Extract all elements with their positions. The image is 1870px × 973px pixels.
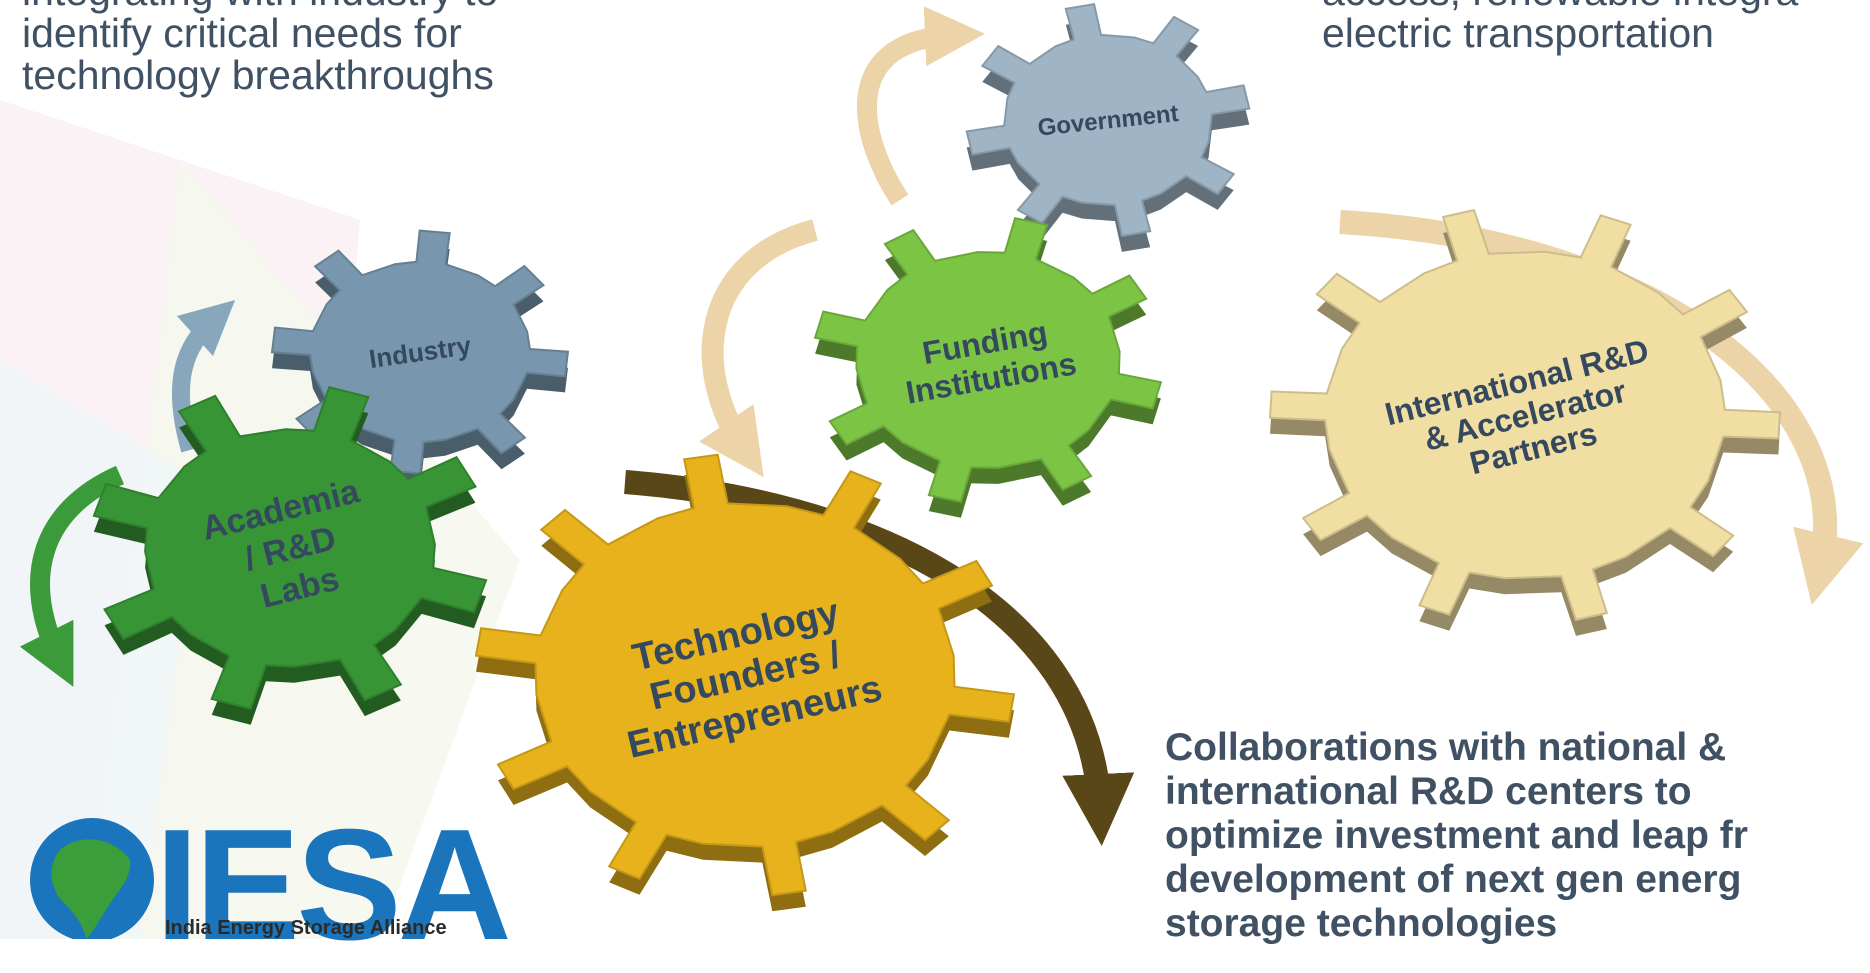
arrow-government-to-funding [856,6,985,206]
bottom-right-line: optimize investment and leap fr [1165,814,1748,857]
gear-technology: TechnologyFounders /Entrepreneurs [474,453,1016,912]
bottom-right-line: international R&D centers to [1165,770,1692,813]
iesa-logo [30,818,154,939]
gear-academia-face [92,386,488,710]
top-left-line: technology breakthroughs [22,52,494,98]
top-right-line: access, renewable integra [1322,0,1798,12]
arrow-academia-loop [19,465,125,687]
bottom-right-line: development of next gen energ [1165,858,1742,901]
logo-subtitle: India Energy Storage Alliance [165,917,447,939]
gear-technology-face [474,453,1016,897]
gear-government-face [965,2,1251,238]
bottom-right-text: Collaborations with national & internati… [1165,726,1748,946]
top-right-text: access, renewable integra electric trans… [1322,0,1798,54]
top-left-text: integrating with industry to identify cr… [22,0,498,96]
logo-wordmark: IESA [155,797,512,973]
top-right-line: electric transportation [1322,10,1714,56]
gear-international: International R&D& AcceleratorPartners [1268,208,1782,636]
bottom-right-line: storage technologies [1165,902,1558,945]
bottom-right-line: Collaborations with national & [1165,726,1727,769]
gear-government: Government [965,2,1251,252]
top-left-line: integrating with industry to [22,0,498,12]
gear-funding: FundingInstitutions [813,217,1163,518]
gear-academia: Academia/ R&DLabs [92,386,488,725]
india-map-icon [51,839,131,938]
top-left-line: identify critical needs for [22,10,462,56]
arrow-funding-to-technology [699,219,818,478]
gear-funding-face [813,217,1163,503]
gear-international-face [1268,208,1782,622]
